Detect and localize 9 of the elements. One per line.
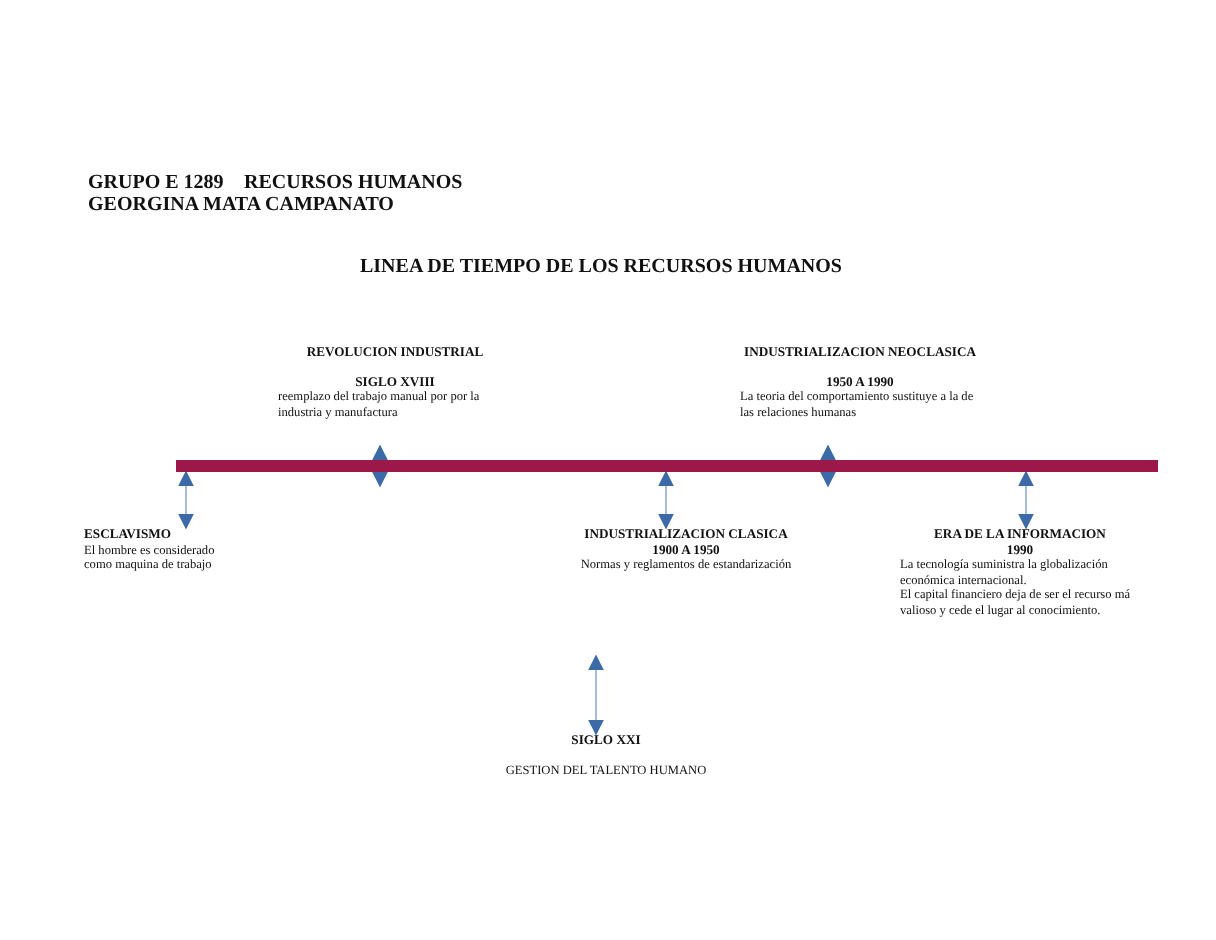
double-arrow [178,470,194,530]
header-text: GRUPO E 1289 [88,172,224,194]
double-arrow [588,654,604,736]
title: LINEA DE TIEMPO DE LOS RECURSOS HUMANOS [360,256,842,278]
double-arrow [658,470,674,530]
double-arrow [1018,470,1034,530]
header-text: GEORGINA MATA CAMPANATO [88,194,394,216]
timeline-bar [176,460,1158,472]
header-text: RECURSOS HUMANOS [244,172,463,194]
